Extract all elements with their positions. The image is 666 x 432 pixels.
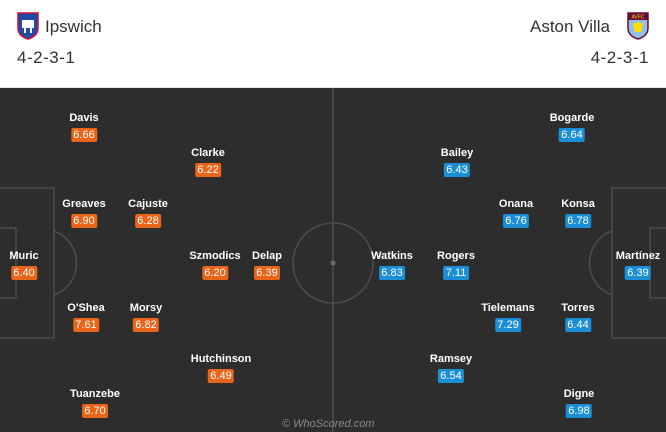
home-player[interactable]: Clarke 6.22 bbox=[191, 146, 225, 178]
aston-villa-crest-icon: AVFC bbox=[627, 12, 649, 40]
player-name: Delap bbox=[252, 250, 282, 262]
away-player[interactable]: Rogers 7.11 bbox=[437, 249, 475, 281]
away-formation: 4-2-3-1 bbox=[590, 48, 649, 67]
player-name: Tuanzebe bbox=[70, 388, 120, 400]
player-rating: 6.20 bbox=[201, 266, 228, 280]
home-team-name[interactable]: Ipswich bbox=[45, 17, 102, 36]
player-rating: 6.54 bbox=[437, 369, 464, 383]
home-player[interactable]: Morsy 6.82 bbox=[130, 301, 162, 333]
home-player[interactable]: Cajuste 6.28 bbox=[128, 197, 168, 229]
away-player[interactable]: Torres 6.44 bbox=[561, 301, 595, 333]
ipswich-crest-icon bbox=[17, 12, 39, 40]
player-rating: 6.22 bbox=[194, 163, 221, 177]
player-rating: 6.90 bbox=[71, 214, 97, 228]
away-player[interactable]: Konsa 6.78 bbox=[561, 197, 595, 229]
player-rating: 6.28 bbox=[135, 214, 161, 228]
player-name: Bogarde bbox=[549, 112, 595, 124]
player-name: Szmodics bbox=[189, 250, 241, 262]
away-player[interactable]: Bailey 6.43 bbox=[441, 146, 473, 178]
player-name: Tielemans bbox=[481, 302, 535, 314]
player-name: Greaves bbox=[62, 198, 106, 210]
player-name: Hutchinson bbox=[190, 353, 252, 365]
player-name: O'Shea bbox=[67, 302, 105, 314]
player-name: Davis bbox=[69, 112, 99, 124]
pitch-markings bbox=[0, 88, 666, 432]
player-name: Digne bbox=[563, 388, 595, 400]
player-rating: 6.43 bbox=[443, 163, 470, 177]
away-player[interactable]: Bogarde 6.64 bbox=[549, 111, 595, 143]
player-name: Ramsey bbox=[429, 353, 473, 365]
player-rating: 6.78 bbox=[565, 214, 591, 228]
home-player[interactable]: Tuanzebe 6.70 bbox=[70, 387, 120, 419]
player-name: Clarke bbox=[191, 147, 225, 159]
home-player[interactable]: Szmodics 6.20 bbox=[189, 249, 241, 281]
player-rating: 6.39 bbox=[254, 266, 280, 280]
svg-text:AVFC: AVFC bbox=[632, 15, 645, 21]
player-name: Rogers bbox=[437, 250, 475, 262]
away-player[interactable]: Watkins 6.83 bbox=[371, 249, 413, 281]
home-player[interactable]: Hutchinson 6.49 bbox=[190, 352, 252, 384]
home-player[interactable]: Davis 6.66 bbox=[69, 111, 99, 143]
player-rating: 6.98 bbox=[566, 404, 592, 418]
player-name: Martínez bbox=[615, 250, 661, 262]
player-rating: 6.70 bbox=[81, 404, 108, 418]
home-player[interactable]: Delap 6.39 bbox=[252, 249, 282, 281]
pitch: Davis 6.66 Clarke 6.22 Greaves 6.90 Caju… bbox=[0, 88, 666, 432]
player-rating: 6.66 bbox=[70, 128, 97, 142]
player-name: Muric bbox=[9, 250, 39, 262]
player-rating: 6.82 bbox=[133, 318, 159, 332]
away-player[interactable]: Onana 6.76 bbox=[499, 197, 533, 229]
player-rating: 6.40 bbox=[11, 266, 37, 280]
home-player[interactable]: O'Shea 7.61 bbox=[67, 301, 105, 333]
player-name: Bailey bbox=[440, 147, 474, 159]
away-player[interactable]: Martínez 6.39 bbox=[615, 249, 661, 281]
home-formation: 4-2-3-1 bbox=[17, 48, 76, 67]
player-rating: 6.39 bbox=[625, 266, 651, 280]
player-name: Onana bbox=[498, 198, 534, 210]
home-player[interactable]: Muric 6.40 bbox=[9, 249, 39, 281]
player-rating: 6.44 bbox=[564, 318, 591, 332]
whoscored-watermark: © WhoScored.com bbox=[282, 418, 375, 430]
away-player[interactable]: Tielemans 7.29 bbox=[481, 301, 535, 333]
player-name: Cajuste bbox=[128, 198, 168, 210]
player-rating: 6.76 bbox=[502, 214, 529, 228]
away-player[interactable]: Digne 6.98 bbox=[563, 387, 595, 419]
player-rating: 7.29 bbox=[494, 318, 521, 332]
away-team-name[interactable]: Aston Villa bbox=[529, 17, 610, 36]
player-rating: 6.64 bbox=[559, 128, 585, 142]
home-player[interactable]: Greaves 6.90 bbox=[62, 197, 106, 229]
player-name: Morsy bbox=[129, 302, 163, 314]
player-name: Watkins bbox=[371, 250, 413, 262]
match-header: Ipswich 4-2-3-1 Aston Villa 4-2-3-1 AVFC bbox=[0, 0, 666, 88]
player-rating: 7.11 bbox=[443, 266, 469, 280]
player-rating: 6.49 bbox=[208, 369, 234, 383]
player-name: Torres bbox=[561, 302, 595, 314]
player-rating: 7.61 bbox=[73, 318, 99, 332]
away-player[interactable]: Ramsey 6.54 bbox=[430, 352, 472, 384]
player-rating: 6.83 bbox=[378, 266, 405, 280]
player-name: Konsa bbox=[561, 198, 595, 210]
